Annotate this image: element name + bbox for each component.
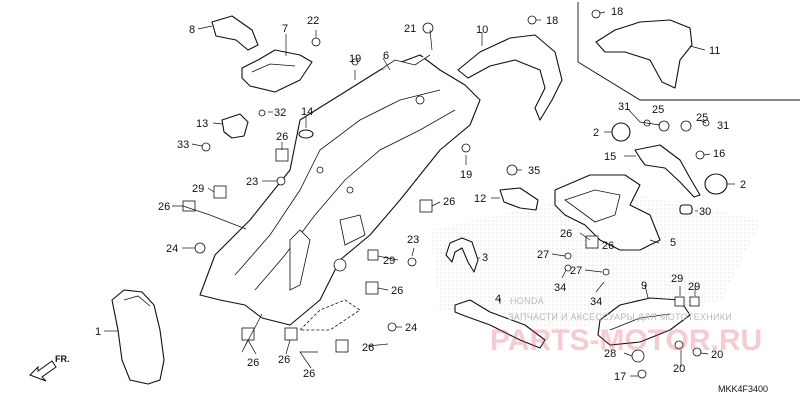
callout-23: 23 [246, 176, 258, 188]
callout-1: 1 [95, 326, 101, 338]
front-label: FR. [55, 354, 70, 364]
watermark: HONDA ЗАПЧАСТИ И АКСЕССУАРЫ ДЛЯ МОТОТЕХН… [490, 296, 762, 357]
watermark-brand: PARTS-MOTOR.RU [490, 324, 762, 357]
callout-12: 12 [474, 193, 486, 205]
callout-9: 9 [641, 280, 647, 292]
grommet-part-14 [298, 129, 314, 139]
callout-10: 10 [476, 24, 488, 36]
callout-26: 26 [560, 228, 572, 240]
callout-7: 7 [282, 23, 288, 35]
handle-part-3 [445, 237, 479, 273]
callout-26: 26 [443, 196, 455, 208]
callout-27: 27 [570, 265, 582, 277]
callout-25: 25 [652, 104, 664, 116]
callout-29: 29 [688, 281, 700, 293]
front-arrow-icon [29, 360, 57, 382]
callout-24: 24 [405, 322, 417, 334]
callout-19: 19 [349, 53, 361, 65]
callout-15: 15 [604, 151, 616, 163]
callout-27: 27 [537, 249, 549, 261]
callout-5: 5 [670, 237, 676, 249]
callout-23: 23 [407, 234, 419, 246]
callout-31: 31 [618, 101, 630, 113]
callouts: 8 7 22 21 10 18 18 11 19 6 13 32 14 33 2… [95, 6, 746, 383]
mudflap-part-1 [111, 289, 165, 385]
rear-fender-frame [199, 54, 481, 331]
callout-18: 18 [546, 15, 558, 27]
front-direction-indicator: FR. [29, 354, 70, 382]
callout-16: 16 [713, 148, 725, 160]
clip-part-13 [221, 113, 249, 139]
callout-19: 19 [460, 169, 472, 181]
callout-24: 24 [166, 243, 178, 255]
callout-26: 26 [391, 285, 403, 297]
callout-14: 14 [301, 106, 313, 118]
watermark-caption: ЗАПЧАСТИ И АКСЕССУАРЫ ДЛЯ МОТОТЕХНИКИ [508, 312, 732, 322]
callout-20: 20 [711, 349, 723, 361]
reflector-part-2a [611, 122, 631, 142]
inset-box [577, 2, 800, 101]
callout-6: 6 [383, 50, 389, 62]
plate-part-9 [597, 297, 691, 346]
callout-29: 29 [383, 255, 395, 267]
callout-26: 26 [362, 342, 374, 354]
callout-13: 13 [196, 118, 208, 130]
holder-part-7 [241, 49, 313, 93]
callout-26: 26 [158, 201, 170, 213]
callout-25: 25 [696, 112, 708, 124]
callout-2: 2 [740, 179, 746, 191]
watermark-logo: HONDA [510, 296, 544, 306]
reflector-part-2b [704, 173, 728, 195]
callout-26: 26 [303, 368, 315, 380]
callout-26: 26 [602, 240, 614, 252]
callout-22: 22 [307, 15, 319, 27]
callout-32: 32 [274, 107, 286, 119]
callout-26: 26 [276, 131, 288, 143]
fasteners [182, 9, 710, 379]
callout-31: 31 [717, 120, 729, 132]
splash-guard-part-10 [457, 34, 563, 121]
license-bracket-part-15 [634, 144, 701, 198]
callout-20: 20 [673, 363, 685, 375]
callout-29: 29 [192, 183, 204, 195]
callout-26: 26 [247, 357, 259, 369]
callout-30: 30 [699, 206, 711, 218]
callout-8: 8 [189, 24, 195, 36]
bracket-part-12 [499, 187, 539, 211]
callout-4: 4 [495, 293, 501, 305]
callout-29: 29 [671, 273, 683, 285]
callout-2: 2 [593, 127, 599, 139]
diagram-reference-code: MKK4F3400 [718, 384, 768, 394]
callout-18: 18 [611, 6, 623, 18]
bulb-part-30 [679, 204, 693, 215]
watermark-wing-pattern [430, 190, 760, 330]
callout-3: 3 [482, 252, 488, 264]
leader-lines [104, 11, 735, 377]
callout-21: 21 [404, 23, 416, 35]
callout-34: 34 [590, 296, 602, 308]
callout-26: 26 [278, 354, 290, 366]
callout-28: 28 [604, 348, 616, 360]
callout-11: 11 [709, 45, 720, 57]
callout-33: 33 [177, 139, 189, 151]
callout-34: 34 [554, 282, 566, 294]
bracket-part-8 [211, 15, 259, 51]
callout-17: 17 [614, 371, 626, 383]
cover-part-11 [595, 19, 693, 89]
strap-part-4 [454, 299, 546, 349]
callout-35: 35 [528, 165, 540, 177]
